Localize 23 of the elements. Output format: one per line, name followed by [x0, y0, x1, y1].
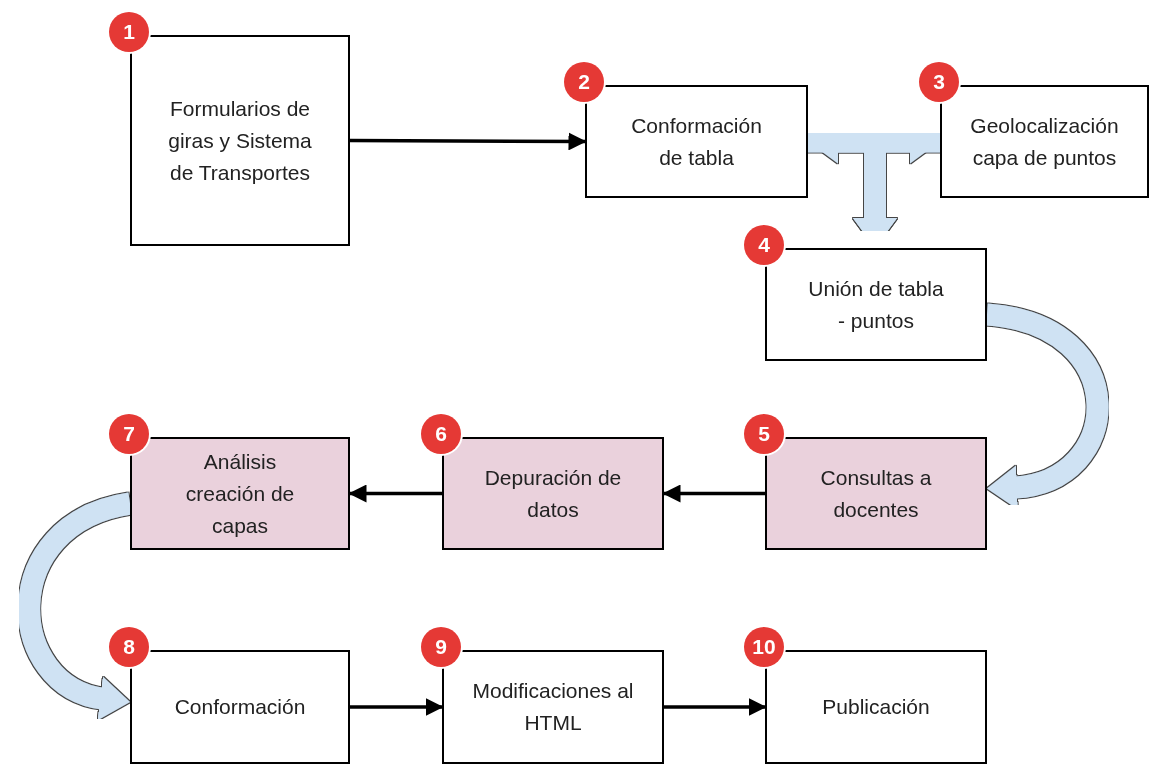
step-number-badge: 6: [421, 414, 461, 454]
step-number-badge: 1: [109, 12, 149, 52]
step-number-badge: 8: [109, 627, 149, 667]
step-number-badge: 10: [744, 627, 784, 667]
step-label: Modificaciones al HTML: [471, 678, 635, 736]
step-number-badge: 3: [919, 62, 959, 102]
step-label: Formularios de giras y Sistema de Transportes: [167, 95, 313, 186]
arrow: [350, 132, 587, 151]
step-number-badge: 4: [744, 225, 784, 265]
arrow: [350, 698, 444, 716]
step-label: Geolocalización capa de puntos: [969, 112, 1120, 171]
step-label: Consultas a docentes: [819, 464, 933, 523]
step-number-badge: 2: [564, 62, 604, 102]
step-label: Análisis creación de capas: [184, 448, 296, 539]
step-number-badge: 7: [109, 414, 149, 454]
step-number-badge: 5: [744, 414, 784, 454]
step-label: Conformación de tabla: [630, 112, 763, 171]
step-number-badge: 9: [421, 627, 461, 667]
step-label: Publicación: [821, 694, 931, 720]
step-label: Conformación: [173, 694, 307, 720]
step-label: Depuración de datos: [483, 464, 623, 523]
arrow: [664, 698, 767, 716]
step-label: Unión de tabla - puntos: [807, 275, 945, 334]
